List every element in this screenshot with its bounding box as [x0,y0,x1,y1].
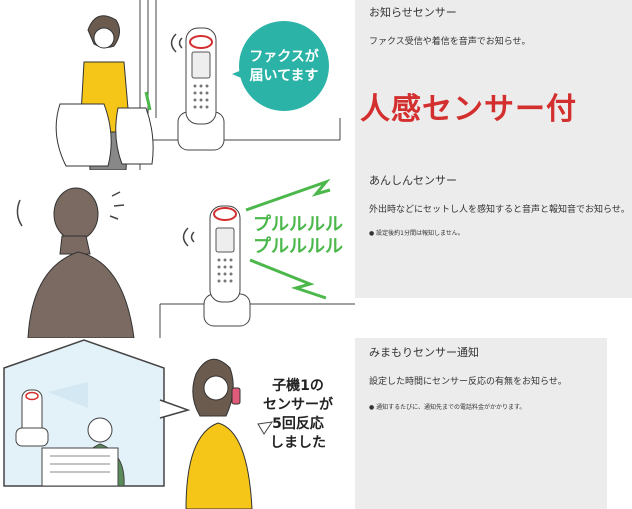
section-title: あんしんセンサー [369,174,457,187]
speech-bubble: 子機1の センサーが 5回反応 しました [257,377,334,451]
section-security-sensor: プルルルル プルルルル あんしんセンサー 外出時などにセットし人を感知すると音声… [0,170,632,338]
sound-waves-icon [170,33,183,53]
newspaper-icon [41,447,119,487]
ring-sound-text-2: プルルルル [253,235,343,257]
sound-waves-icon [182,227,195,247]
feature-headline: 人感センサー付 [360,92,577,127]
section-description: ファクス受信や着信を音声でお知らせ。 [369,37,531,47]
cordless-phone-handset [170,27,225,151]
section-description: 外出時などにセットし人を感知すると音声と報知音でお知らせ。 [369,205,630,215]
notify-illustration: ファクスが 届いてます [55,0,341,170]
section-watch-sensor: 子機1の センサーが 5回反応 しました みまもりセンサー通知 設定した時間にセ… [0,338,632,509]
bubble-line-3: 5回反応 [272,415,324,432]
section-text: あんしんセンサー 外出時などにセットし人を感知すると音声と報知音でお知らせ。 ●… [355,170,632,298]
phone-icon [231,387,241,405]
section-notify-sensor: ファクスが 届いてます お知らせセンサー ファクス受信や着信を音声でお知らせ。 [0,0,632,170]
man-silhouette [16,187,135,338]
lightning-icon [245,178,331,212]
sensor-highlight-icon [189,35,213,49]
security-illustration: プルルルル プルルルル [16,178,355,338]
bubble-line-1: ファクスが [249,48,320,65]
bubble-line-2: 届いてます [250,68,319,84]
house-inset [3,339,191,487]
section-text: みまもりセンサー通知 設定した時間にセンサー反応の有無をお知らせ。 ● 通知する… [355,338,607,509]
section-title: みまもりセンサー通知 [369,346,479,359]
cordless-phone-handset [182,205,251,327]
section-text: お知らせセンサー ファクス受信や着信を音声でお知らせ。 [355,0,632,170]
section-title: お知らせセンサー [369,6,457,19]
sensor-highlight-icon [213,207,237,221]
section-note: ● 設定後約1分間は報知しません。 [369,230,464,237]
bubble-line-4: しました [270,435,326,451]
watch-illustration: 子機1の センサーが 5回反応 しました [3,339,334,509]
section-note: ● 通知するたびに、通知先までの電話料金がかかります。 [369,404,526,411]
bubble-line-1: 子機1の [272,377,324,394]
bubble-line-2: センサーが [263,396,334,413]
ring-sound-text-1: プルルルル [253,213,343,235]
section-description: 設定した時間にセンサー反応の有無をお知らせ。 [369,377,567,387]
speech-bubble: ファクスが 届いてます [232,21,329,111]
woman-with-bags [55,15,154,170]
woman-on-phone [185,358,253,509]
